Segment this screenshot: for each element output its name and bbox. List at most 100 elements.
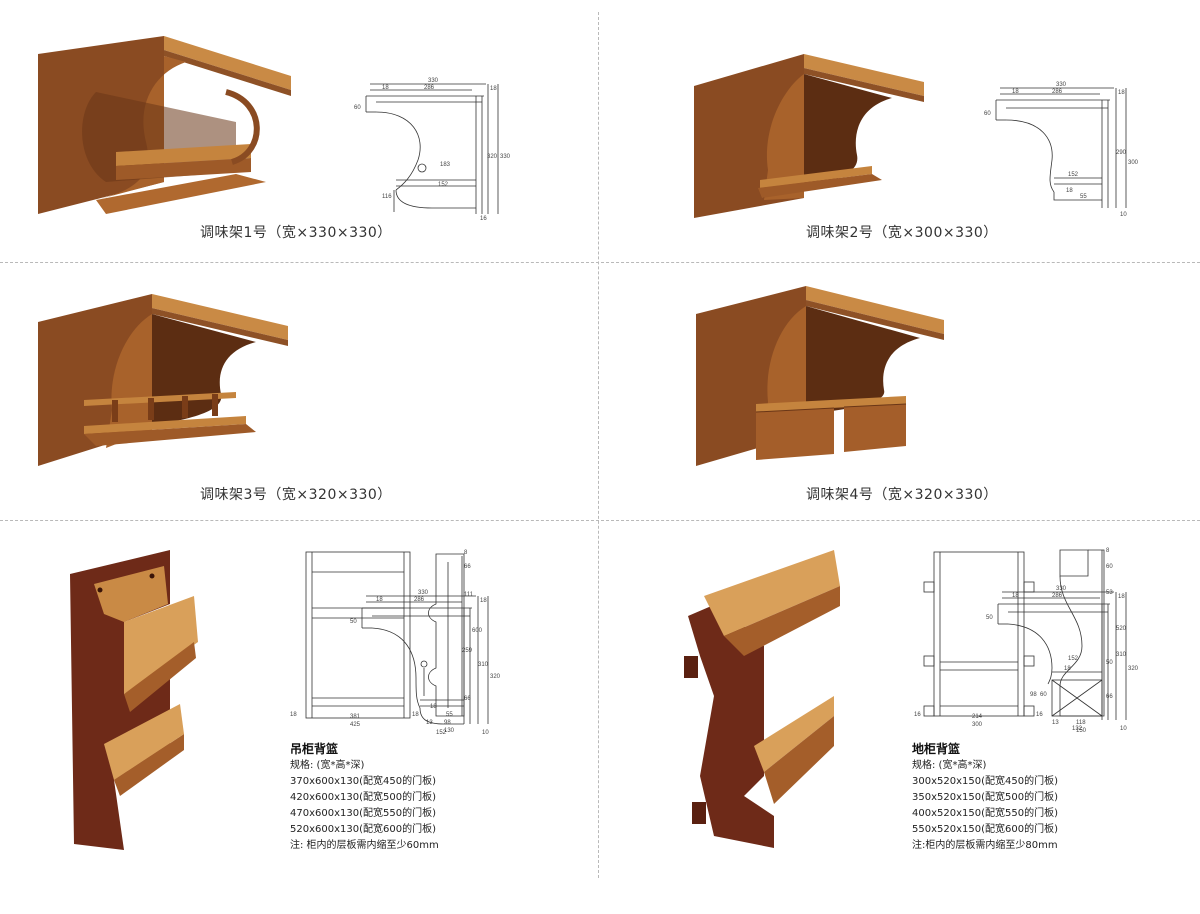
divider-row-2	[0, 520, 1200, 521]
rack-2-dim-330: 330	[1056, 82, 1067, 88]
rack-2-caption: 调味架2号（宽×300×330）	[806, 225, 998, 241]
floor-basket-dim-8: 8	[1106, 548, 1110, 554]
floor-basket-dim-300: 300	[972, 722, 983, 728]
rack-1-drawing: 330 286 18 18 60 320 330 183 152 116 16	[352, 76, 522, 222]
rack-3-dim-152: 152	[436, 730, 447, 736]
rack-1-caption: 调味架1号（宽×330×330）	[200, 225, 392, 241]
rack-1-dim-18a: 18	[382, 85, 389, 91]
rack-2-photo	[692, 50, 928, 218]
rack-3-panel: 330 286 18 18 50 310 320 18 55 152 10 调味…	[0, 264, 598, 736]
hanging-basket-dim-381: 381	[350, 714, 361, 720]
floor-basket-dim-53: 53	[1106, 590, 1113, 596]
rack-4-dim-18b: 18	[1118, 594, 1125, 600]
rack-4-dim-310: 310	[1116, 652, 1127, 658]
rack-2-dim-18c: 18	[1066, 188, 1073, 194]
floor-basket-dim-214: 214	[972, 714, 983, 720]
rack-3-dim-55: 55	[446, 712, 453, 718]
rack-2-panel: 330 286 18 18 60 290 300 152 18 55 10 调味…	[600, 0, 1200, 262]
floor-basket-dim-13: 13	[1052, 720, 1059, 726]
rack-3-dim-320: 320	[490, 674, 501, 680]
floor-basket-spec: 地柜背篮 规格: (宽*高*深) 300x520x150(配宽450的门板) 3…	[912, 740, 1058, 854]
rack-3-drawing: 330 286 18 18 50 310 320 18 55 152 10	[344, 588, 514, 738]
hanging-basket-dim-130: 130	[444, 728, 455, 734]
floor-basket-size-1: 300x520x150(配宽450的门板)	[912, 776, 1058, 787]
rack-1-dim-60: 60	[354, 105, 361, 111]
rack-2-drawing: 330 286 18 18 60 290 300 152 18 55 10	[982, 80, 1152, 220]
floor-basket-note: 注:柜内的层板需内缩至少80mm	[912, 840, 1058, 851]
rack-4-dim-18a: 18	[1012, 593, 1019, 599]
rack-4-photo	[694, 284, 948, 466]
rack-4-panel: 330 286 18 18 50 152 18 310 320 98 60 13…	[600, 264, 1200, 732]
rack-3-dim-18a: 18	[376, 597, 383, 603]
rack-2-dim-286: 286	[1052, 89, 1063, 95]
rack-1-dim-152: 152	[438, 182, 449, 188]
rack-4-dim-60: 60	[1040, 692, 1047, 698]
hanging-basket-spec: 吊柜背篮 规格: (宽*高*深) 370x600x130(配宽450的门板) 4…	[290, 740, 439, 854]
floor-basket-dim-150: 150	[1076, 728, 1087, 732]
rack-2-dim-18b: 18	[1118, 90, 1125, 96]
hanging-basket-drawing: 8 66 111 600 259 66 18 381 425 18 13 98 …	[286, 548, 486, 734]
rack-4-drawing: 330 286 18 18 50 152 18 310 320 98 60 13…	[982, 584, 1152, 734]
rack-1-dim-330: 330	[428, 78, 439, 84]
floor-basket-dim-16a: 16	[914, 712, 921, 718]
hanging-basket-dim-425: 425	[350, 722, 361, 728]
rack-3-dim-10: 10	[482, 730, 489, 736]
hanging-basket-dim-8: 8	[464, 550, 468, 556]
rack-3-dim-18b: 18	[480, 598, 487, 604]
rack-1-panel: 330 286 18 18 60 320 330 183 152 116 16 …	[0, 0, 598, 262]
rack-1-dim-16: 16	[480, 216, 487, 222]
hanging-basket-size-1: 370x600x130(配宽450的门板)	[290, 776, 436, 787]
floor-basket-dim-60: 60	[1106, 564, 1113, 570]
hanging-basket-dim-259: 259	[462, 648, 473, 654]
rack-3-dim-310: 310	[478, 662, 489, 668]
floor-basket-size-4: 550x520x150(配宽600的门板)	[912, 824, 1058, 835]
rack-1-photo	[36, 32, 296, 222]
rack-1-dim-330b: 330	[500, 154, 511, 160]
hanging-basket-dim-66b: 66	[464, 696, 471, 702]
floor-basket-drawing: 8 60 53 520 50 66 16 214 300 16 13 118 1…	[912, 546, 1132, 732]
rack-3-dim-18c: 18	[430, 704, 437, 710]
floor-basket-title: 地柜背篮	[912, 742, 961, 756]
rack-3-dim-330: 330	[418, 590, 429, 596]
rack-3-dim-50: 50	[350, 619, 357, 625]
rack-1-dim-320: 320	[487, 154, 498, 160]
floor-basket-size-3: 400x520x150(配宽550的门板)	[912, 808, 1058, 819]
rack-2-dim-10: 10	[1120, 212, 1127, 218]
rack-4-dim-18c: 18	[1064, 666, 1071, 672]
rack-2-dim-300: 300	[1128, 160, 1139, 166]
hanging-basket-title: 吊柜背篮	[290, 742, 339, 756]
hanging-basket-dim-13: 13	[426, 720, 433, 726]
floor-basket-panel: 8 60 53 520 50 66 16 214 300 16 13 118 1…	[600, 522, 1200, 882]
floor-basket-spec-label: 规格: (宽*高*深)	[912, 760, 987, 771]
rack-1-dim-286: 286	[424, 85, 435, 91]
rack-1-dim-18b: 18	[490, 86, 497, 92]
rack-4-dim-10: 10	[1120, 726, 1127, 732]
rack-1-dim-183: 183	[440, 162, 451, 168]
rack-3-dim-286: 286	[414, 597, 425, 603]
hanging-basket-size-3: 470x600x130(配宽550的门板)	[290, 808, 436, 819]
hanging-basket-dim-98: 98	[444, 720, 451, 726]
floor-basket-photo	[684, 546, 844, 848]
rack-4-dim-50: 50	[986, 615, 993, 621]
floor-basket-size-2: 350x520x150(配宽500的门板)	[912, 792, 1058, 803]
hanging-basket-spec-label: 规格: (宽*高*深)	[290, 760, 365, 771]
hanging-basket-dim-66a: 66	[464, 564, 471, 570]
rack-3-caption: 调味架3号（宽×320×330）	[200, 487, 392, 503]
divider-row-1	[0, 262, 1200, 263]
divider-column	[598, 12, 599, 878]
hanging-basket-note: 注: 柜内的层板需内缩至少60mm	[290, 840, 439, 851]
floor-basket-dim-520: 520	[1116, 626, 1127, 632]
hanging-basket-photo	[64, 544, 204, 850]
hanging-basket-dim-600: 600	[472, 628, 483, 634]
floor-basket-dim-50: 50	[1106, 660, 1113, 666]
rack-4-dim-152: 152	[1068, 656, 1079, 662]
hanging-basket-dim-111: 111	[464, 592, 474, 598]
hanging-basket-dim-18b: 18	[412, 712, 419, 718]
rack-2-dim-60: 60	[984, 111, 991, 117]
rack-4-dim-320: 320	[1128, 666, 1139, 672]
rack-3-photo	[36, 290, 292, 466]
rack-4-dim-98: 98	[1030, 692, 1037, 698]
floor-basket-dim-118: 118	[1076, 720, 1086, 726]
rack-1-dim-116: 116	[382, 194, 392, 200]
rack-2-dim-290: 290	[1116, 150, 1127, 156]
